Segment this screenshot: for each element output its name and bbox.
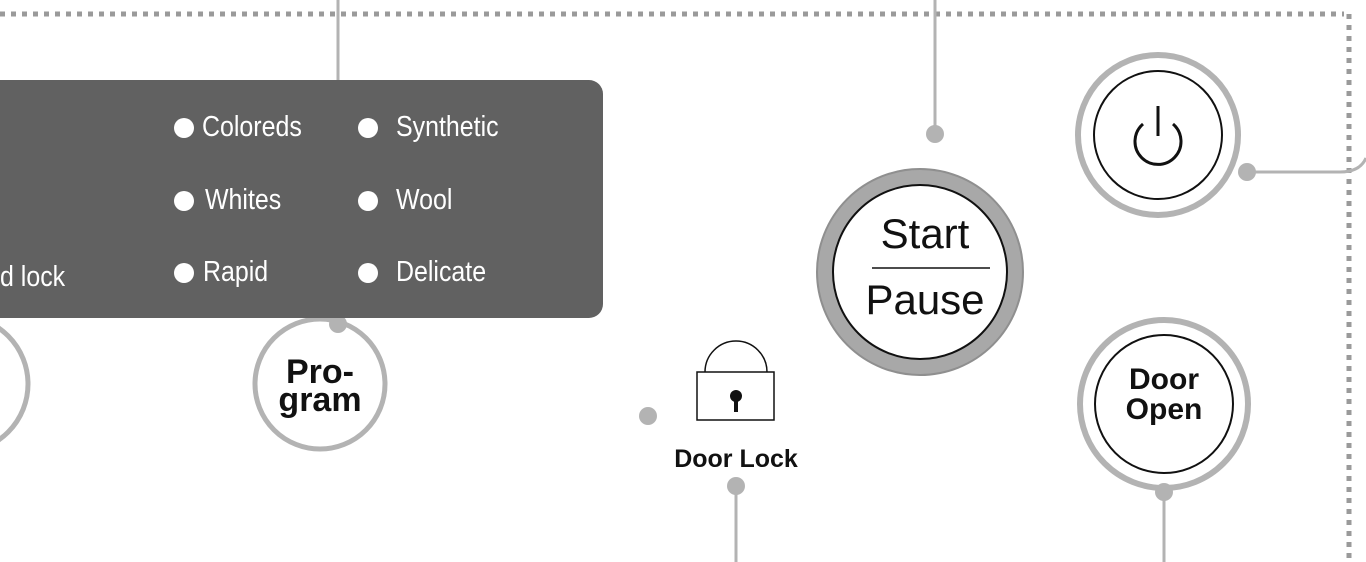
door-lock-label: Door Lock [674, 445, 798, 473]
indicator-dot-coloreds [174, 118, 194, 138]
partial-button-ring [0, 325, 31, 443]
indicator-dot-synthetic [358, 118, 378, 138]
door-open-button-face [1094, 334, 1234, 474]
pause-label[interactable]: Pause [865, 276, 985, 323]
program-button-line1: Pro- [286, 353, 354, 391]
program-panel [0, 80, 603, 318]
start-label[interactable]: Start [880, 210, 970, 257]
indicator-dot-wool [358, 191, 378, 211]
indicator-dot-whites [174, 191, 194, 211]
program-option-wool[interactable]: Wool [396, 184, 453, 216]
program-option-synthetic[interactable]: Synthetic [396, 111, 499, 143]
connector-dot-program [329, 315, 347, 333]
program-button[interactable]: Pro- gram [270, 353, 370, 419]
program-button-line2: gram [278, 381, 362, 419]
program-option-rapid[interactable]: Rapid [203, 256, 269, 288]
door-open-line1: Door [1129, 363, 1199, 396]
program-option-whites[interactable]: Whites [205, 184, 282, 216]
indicator-dot-rapid [174, 263, 194, 283]
program-option-delicate[interactable]: Delicate [396, 256, 487, 288]
door-open-button[interactable]: Door Open [1104, 365, 1224, 425]
indicator-dot-delicate [358, 263, 378, 283]
start-pause-face [832, 184, 1008, 360]
power-icon [1133, 106, 1183, 166]
door-lock-indicator-light [639, 407, 657, 425]
connector-dot-start-pause [926, 125, 944, 143]
power-button[interactable] [1078, 55, 1238, 215]
leader-line-power [1247, 157, 1366, 174]
program-button-ring [252, 316, 388, 452]
connector-dot-door-open [1155, 483, 1173, 501]
door-open-line2: Open [1125, 393, 1203, 426]
padlock-icon [696, 340, 775, 421]
connector-dot-door-lock [727, 477, 745, 495]
panel-partial-label: d lock [0, 261, 66, 293]
program-option-coloreds[interactable]: Coloreds [202, 111, 302, 143]
connector-dot-power [1238, 163, 1256, 181]
